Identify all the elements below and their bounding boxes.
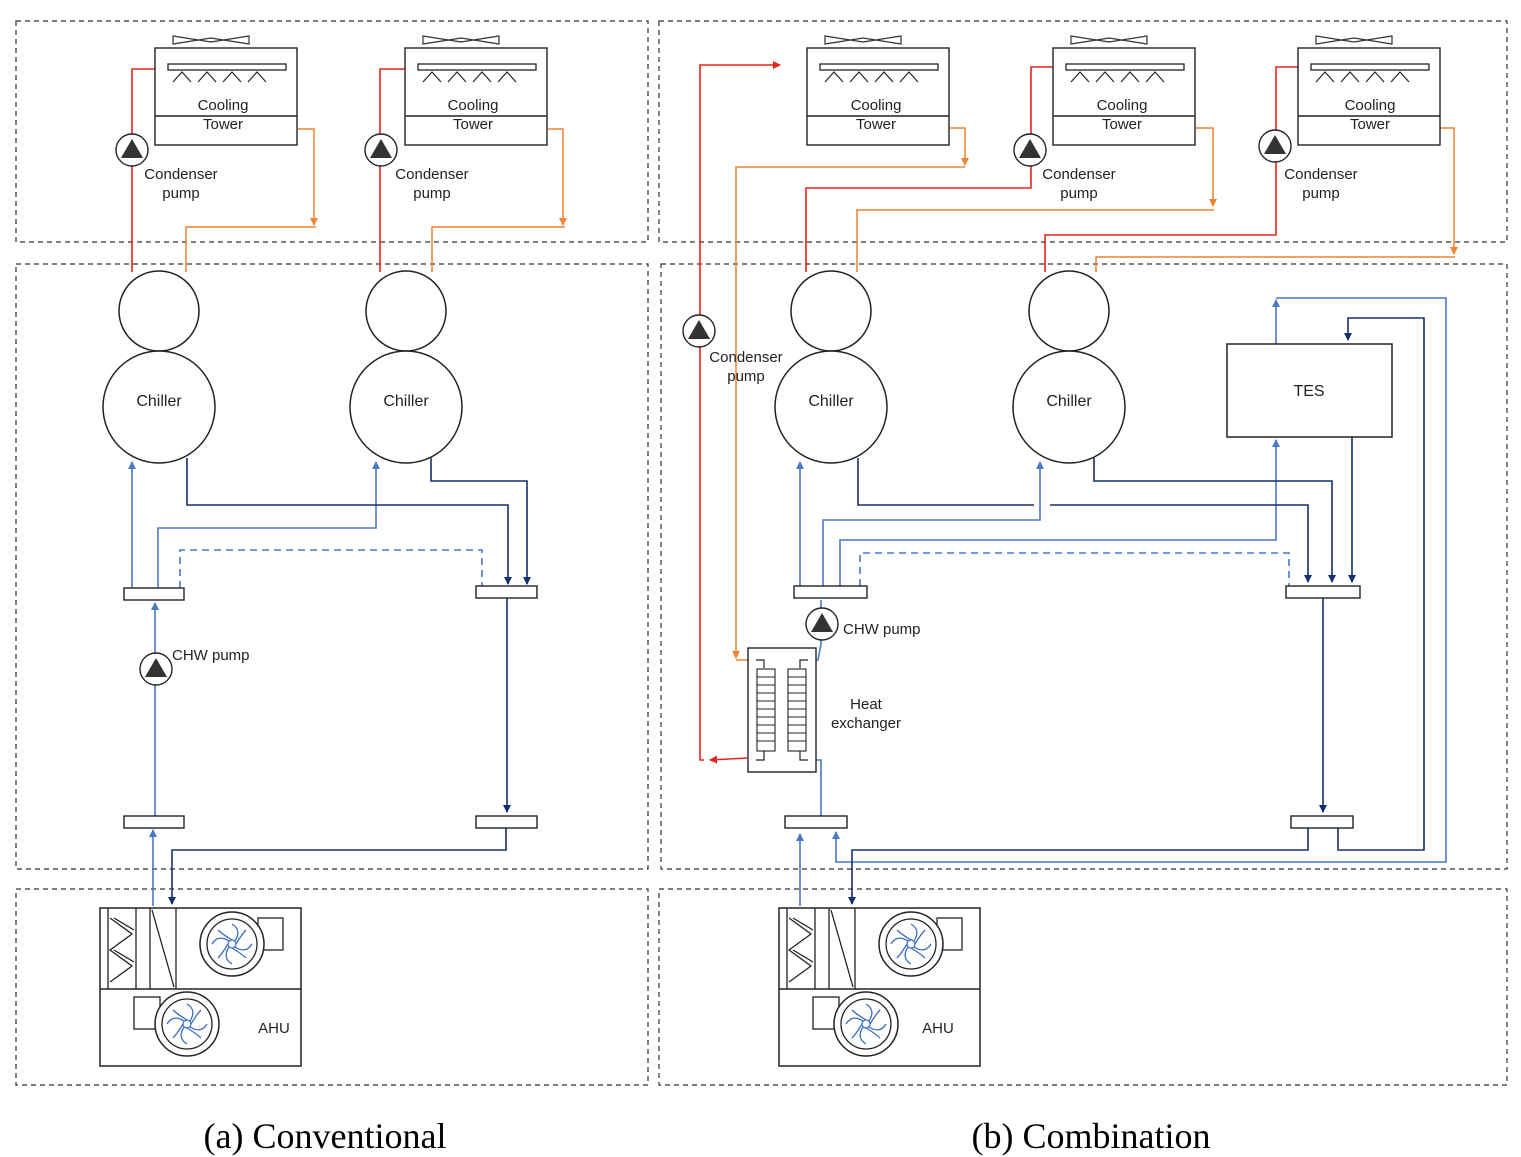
b-chiller-2 xyxy=(1012,350,1126,464)
a-condenser-pump-1-label: Condenser xyxy=(144,166,217,183)
b-condenser-pump-2-label: Condenser xyxy=(1042,166,1115,183)
b-cooling-tower-2-label: Cooling xyxy=(1097,97,1148,114)
a-return-header-top xyxy=(475,585,538,599)
b-supply-header-bottom xyxy=(784,815,848,829)
zone-b-ahu xyxy=(658,888,1508,1086)
zone-b-plant xyxy=(660,263,1508,870)
a-chiller-2-label: Chiller xyxy=(383,393,429,410)
b-condenser-loops xyxy=(699,61,1458,764)
a-supply-header-top xyxy=(123,587,185,601)
a-cooling-tower-2-label: Cooling xyxy=(448,97,499,114)
b-ahu-label: AHU xyxy=(922,1020,954,1037)
b-ahu xyxy=(779,908,980,1066)
b-return-header-bottom xyxy=(1290,815,1354,829)
caption-combination: (b) Combination xyxy=(972,1116,1211,1156)
b-tes-label: TES xyxy=(1293,383,1324,400)
b-condenser-pump-1-label: Condenser xyxy=(709,349,782,366)
a-condenser-pump-1-label-2: pump xyxy=(162,185,200,202)
a-ahu-label: AHU xyxy=(258,1020,290,1037)
b-cooling-tower-1-label-2: Tower xyxy=(856,116,896,133)
a-chw-pump-label: CHW pump xyxy=(172,647,250,664)
a-cooling-tower-1-label: Cooling xyxy=(198,97,249,114)
a-chw-pump-icon xyxy=(139,652,173,686)
b-condenser-pump-2-label-2: pump xyxy=(1060,185,1098,202)
a-chiller-1-label: Chiller xyxy=(136,393,182,410)
a-supply-header-bottom xyxy=(123,815,185,829)
a-cooling-tower-1-label-2: Tower xyxy=(203,116,243,133)
a-condenser-pump-2-label-2: pump xyxy=(413,185,451,202)
b-chw-pump-label: CHW pump xyxy=(843,621,921,638)
a-condenser-pump-1-icon xyxy=(115,133,149,167)
a-condenser-pump-2-label: Condenser xyxy=(395,166,468,183)
b-supply-header-top xyxy=(793,585,868,599)
b-tes-tank xyxy=(1226,343,1393,438)
b-chiller-2-condenser xyxy=(1028,270,1110,352)
b-condenser-pump-3-label: Condenser xyxy=(1284,166,1357,183)
b-cooling-tower-3-label: Cooling xyxy=(1345,97,1396,114)
a-ahu xyxy=(100,908,301,1066)
b-heat-exchanger-label: Heat xyxy=(850,696,883,713)
b-cooling-tower-3-label-2: Tower xyxy=(1350,116,1390,133)
b-chiller-2-label: Chiller xyxy=(1046,393,1092,410)
a-chiller-2 xyxy=(349,350,463,464)
b-condenser-pump-1-icon xyxy=(682,314,716,348)
b-condenser-pump-3-icon xyxy=(1258,129,1292,163)
b-chiller-1 xyxy=(774,350,888,464)
a-return-header-bottom xyxy=(475,815,538,829)
b-condenser-pump-2-icon xyxy=(1013,133,1047,167)
b-chiller-1-condenser xyxy=(790,270,872,352)
a-chiller-1-condenser xyxy=(118,270,200,352)
b-chilled-water-loops xyxy=(796,297,1447,906)
a-chilled-water-loops xyxy=(128,458,531,906)
b-return-header-top xyxy=(1285,585,1361,599)
b-chw-pump-icon xyxy=(805,607,839,641)
b-condenser-pump-1-label-2: pump xyxy=(727,368,765,385)
b-heat-exchanger xyxy=(747,647,817,773)
b-cooling-tower-2-label-2: Tower xyxy=(1102,116,1142,133)
b-heat-exchanger-label-2: exchanger xyxy=(831,715,901,732)
caption-conventional: (a) Conventional xyxy=(204,1116,447,1156)
b-chiller-1-label: Chiller xyxy=(808,393,854,410)
zone-a-cooling-tower xyxy=(15,20,649,243)
b-condenser-pump-3-label-2: pump xyxy=(1302,185,1340,202)
a-chiller-1 xyxy=(102,350,216,464)
a-chiller-2-condenser xyxy=(365,270,447,352)
zone-b-cooling-tower xyxy=(658,20,1508,243)
zone-a-ahu xyxy=(15,888,649,1086)
a-condenser-pump-2-icon xyxy=(364,133,398,167)
zone-a-plant xyxy=(15,263,649,870)
a-cooling-tower-2-label-2: Tower xyxy=(453,116,493,133)
b-cooling-tower-1-label: Cooling xyxy=(851,97,902,114)
